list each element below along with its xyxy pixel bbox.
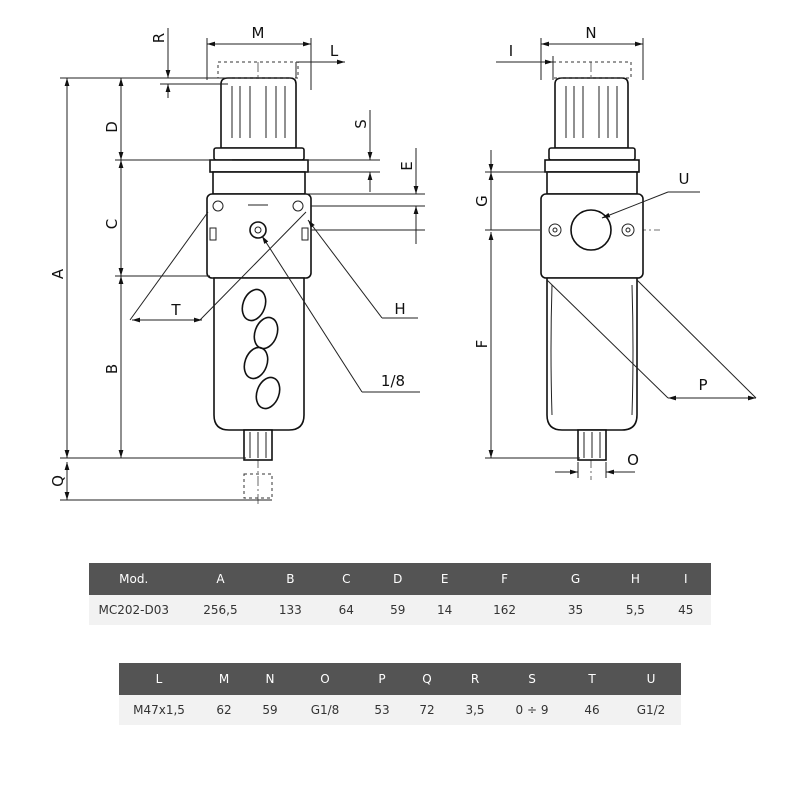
label-O: O [627,451,639,469]
spec-table-1: Mod. A B C D E F G H I MC202-D03 256,5 1… [89,563,711,625]
table-header: U [621,663,681,695]
table-header: H [610,563,661,595]
label-G: G [473,195,491,207]
label-S: S [352,119,370,129]
table-row: MC202-D03 256,5 133 64 59 14 162 35 5,5 … [89,595,711,625]
table-header: S [501,663,563,695]
table-header: C [318,563,375,595]
table-cell: 72 [405,695,449,725]
label-D: D [103,121,121,133]
knob-ribs [231,86,286,138]
label-U: U [679,170,690,188]
label-M: M [252,24,265,42]
table-header-row: Mod. A B C D E F G H I [89,563,711,595]
table-header: L [119,663,199,695]
table-cell: 3,5 [449,695,501,725]
table-cell: 35 [540,595,611,625]
label-N: N [585,24,596,42]
table-header: A [178,563,263,595]
label-C: C [103,219,121,229]
label-I: I [509,42,513,60]
table-cell: 64 [318,595,375,625]
table-row: M47x1,5 62 59 G1/8 53 72 3,5 0 ÷ 9 46 G1… [119,695,681,725]
table-cell: 0 ÷ 9 [501,695,563,725]
table-header: M [199,663,249,695]
label-port-size: 1/8 [381,372,405,390]
table-header: P [359,663,405,695]
bowl-windows [241,288,281,410]
label-F: F [473,340,491,349]
label-H: H [394,300,405,318]
table-cell: 59 [374,595,422,625]
table-cell: MC202-D03 [89,595,179,625]
table-header: D [374,563,422,595]
label-E: E [398,161,416,170]
table-cell: 14 [421,595,469,625]
table-cell: 133 [262,595,319,625]
table-header: O [291,663,359,695]
side-view [528,61,660,480]
label-T: T [170,301,181,319]
technical-drawing: A D C B Q R M L S E T H 1/8 [49,24,757,505]
table-cell: 256,5 [178,595,263,625]
label-B: B [103,364,121,374]
label-L: L [330,42,339,60]
table-header: E [421,563,469,595]
table-header: F [468,563,541,595]
table-header: I [660,563,711,595]
table-cell: M47x1,5 [119,695,199,725]
table-header: Q [405,663,449,695]
label-R: R [150,33,168,43]
table-cell: 45 [660,595,711,625]
table-cell: 59 [249,695,291,725]
table-header-row: L M N O P Q R S T U [119,663,681,695]
table-cell: 46 [563,695,621,725]
spec-table-2: L M N O P Q R S T U M47x1,5 62 59 G1/8 5… [119,663,681,725]
table-cell: G1/8 [291,695,359,725]
table-header: T [563,663,621,695]
label-A: A [49,268,67,279]
side-dimensions [485,38,757,478]
table-header: Mod. [89,563,179,595]
label-Q: Q [49,475,67,487]
table-cell: G1/2 [621,695,681,725]
table-cell: 162 [468,595,541,625]
table-cell: 5,5 [610,595,661,625]
table-cell: 62 [199,695,249,725]
table-header: B [262,563,319,595]
label-P: P [698,376,707,394]
table-cell: 53 [359,695,405,725]
table-header: G [540,563,611,595]
front-view [206,61,312,505]
table-header: R [449,663,501,695]
table-header: N [249,663,291,695]
front-dimensions [60,28,425,501]
